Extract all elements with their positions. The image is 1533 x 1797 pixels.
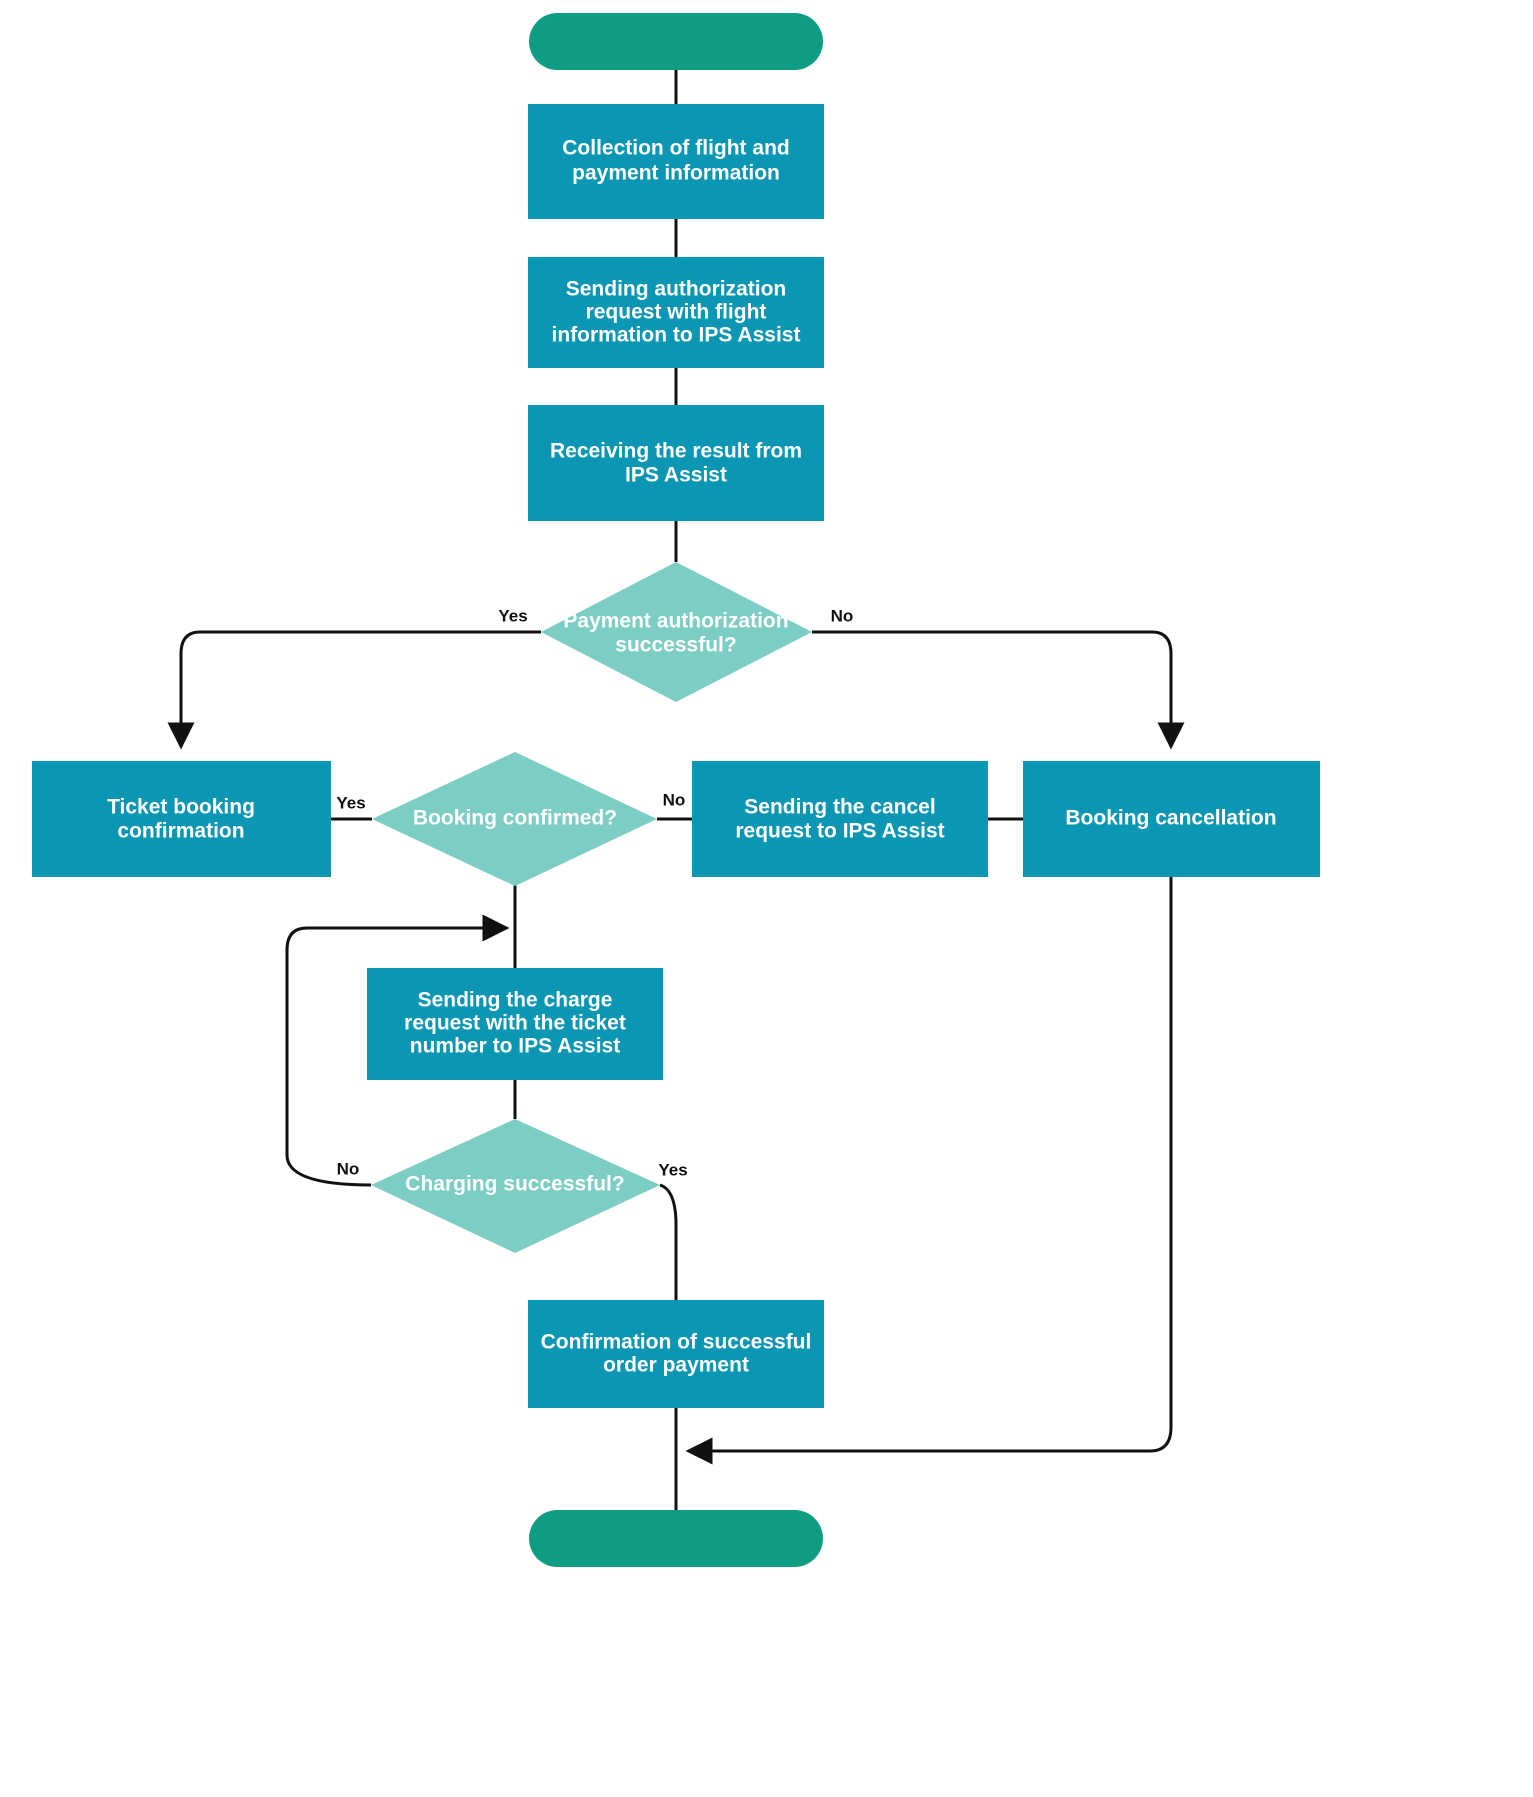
send-authorization-label-line3: information to IPS Assist [552,324,801,347]
node-booking-cancellation[interactable]: Booking cancellation [1023,761,1320,877]
node-ticket-booking-confirmation[interactable]: Ticket booking confirmation [32,761,331,877]
edge-auth-yes-to-ticketconf [167,630,541,750]
payment-auth-decision-label-line2: successful? [615,634,736,657]
node-collect-info[interactable]: Collection of flight and payment informa… [528,104,824,219]
send-charge-request-shape [367,968,663,1080]
booking-confirmed-decision-shape [372,752,657,886]
node-send-cancel-request[interactable]: Sending the cancel request to IPS Assist [692,761,988,877]
send-authorization-shape [528,257,824,368]
collect-info-label-line2: payment information [572,162,780,185]
node-receive-result[interactable]: Receiving the result from IPS Assist [528,405,824,521]
confirm-payment-shape [528,1300,824,1408]
node-confirm-payment[interactable]: Confirmation of successful order payment [528,1300,824,1408]
node-booking-confirmed-decision[interactable]: Booking confirmed? [372,752,657,886]
send-charge-request-label-line2: request with the ticket [404,1012,626,1035]
ticket-booking-confirmation-shape [32,761,331,877]
send-authorization-label-line2: request with flight [586,301,767,324]
connectors [167,70,1185,1510]
edge-labels: Yes No Yes No No Yes [336,606,853,1179]
edge-label-auth-yes: Yes [498,606,527,625]
receive-result-shape [528,405,824,521]
edge-label-booking-no: No [663,790,686,809]
send-cancel-request-shape [692,761,988,877]
charging-successful-decision-label: Charging successful? [405,1173,624,1196]
booking-cancellation-shape [1023,761,1320,877]
node-send-charge-request[interactable]: Sending the charge request with the tick… [367,968,663,1080]
end-terminator-shape [529,1510,823,1567]
booking-confirmed-decision-label: Booking confirmed? [413,807,617,830]
collect-info-shape [528,104,824,219]
edge-charge-no-loopback [285,914,510,1187]
edge-auth-no-to-cancellation [812,630,1185,750]
edge-label-charge-no: No [337,1159,360,1178]
edge-charge-yes-to-confirmpayment [659,1183,678,1300]
node-payment-auth-decision[interactable]: Payment authorization successful? [541,562,812,702]
send-cancel-request-label-line2: request to IPS Assist [735,820,944,843]
payment-auth-decision-label-line1: Payment authorization [563,610,788,633]
charging-successful-decision-shape [371,1119,660,1253]
node-end[interactable] [529,1510,823,1567]
start-terminator-shape [529,13,823,70]
node-send-authorization[interactable]: Sending authorization request with fligh… [528,257,824,368]
collect-info-label-line1: Collection of flight and [562,137,789,160]
edge-label-auth-no: No [831,606,854,625]
receive-result-label-line2: IPS Assist [625,464,727,487]
payment-auth-decision-shape [541,562,812,702]
receive-result-label-line1: Receiving the result from [550,440,802,463]
edge-label-charge-yes: Yes [658,1160,687,1179]
confirm-payment-label-line1: Confirmation of successful [541,1331,812,1354]
edge-label-booking-yes: Yes [336,793,365,812]
send-charge-request-label-line1: Sending the charge [418,989,613,1012]
booking-cancellation-label: Booking cancellation [1065,807,1276,830]
node-start[interactable] [529,13,823,70]
ticket-booking-confirmation-label-line2: confirmation [117,820,244,843]
confirm-payment-label-line2: order payment [603,1354,749,1377]
send-charge-request-label-line3: number to IPS Assist [410,1035,620,1058]
send-authorization-label-line1: Sending authorization [566,278,787,301]
node-charging-successful-decision[interactable]: Charging successful? [371,1119,660,1253]
edge-cancellation-to-end [685,876,1173,1465]
ticket-booking-confirmation-label-line1: Ticket booking [107,796,255,819]
send-cancel-request-label-line1: Sending the cancel [744,796,935,819]
